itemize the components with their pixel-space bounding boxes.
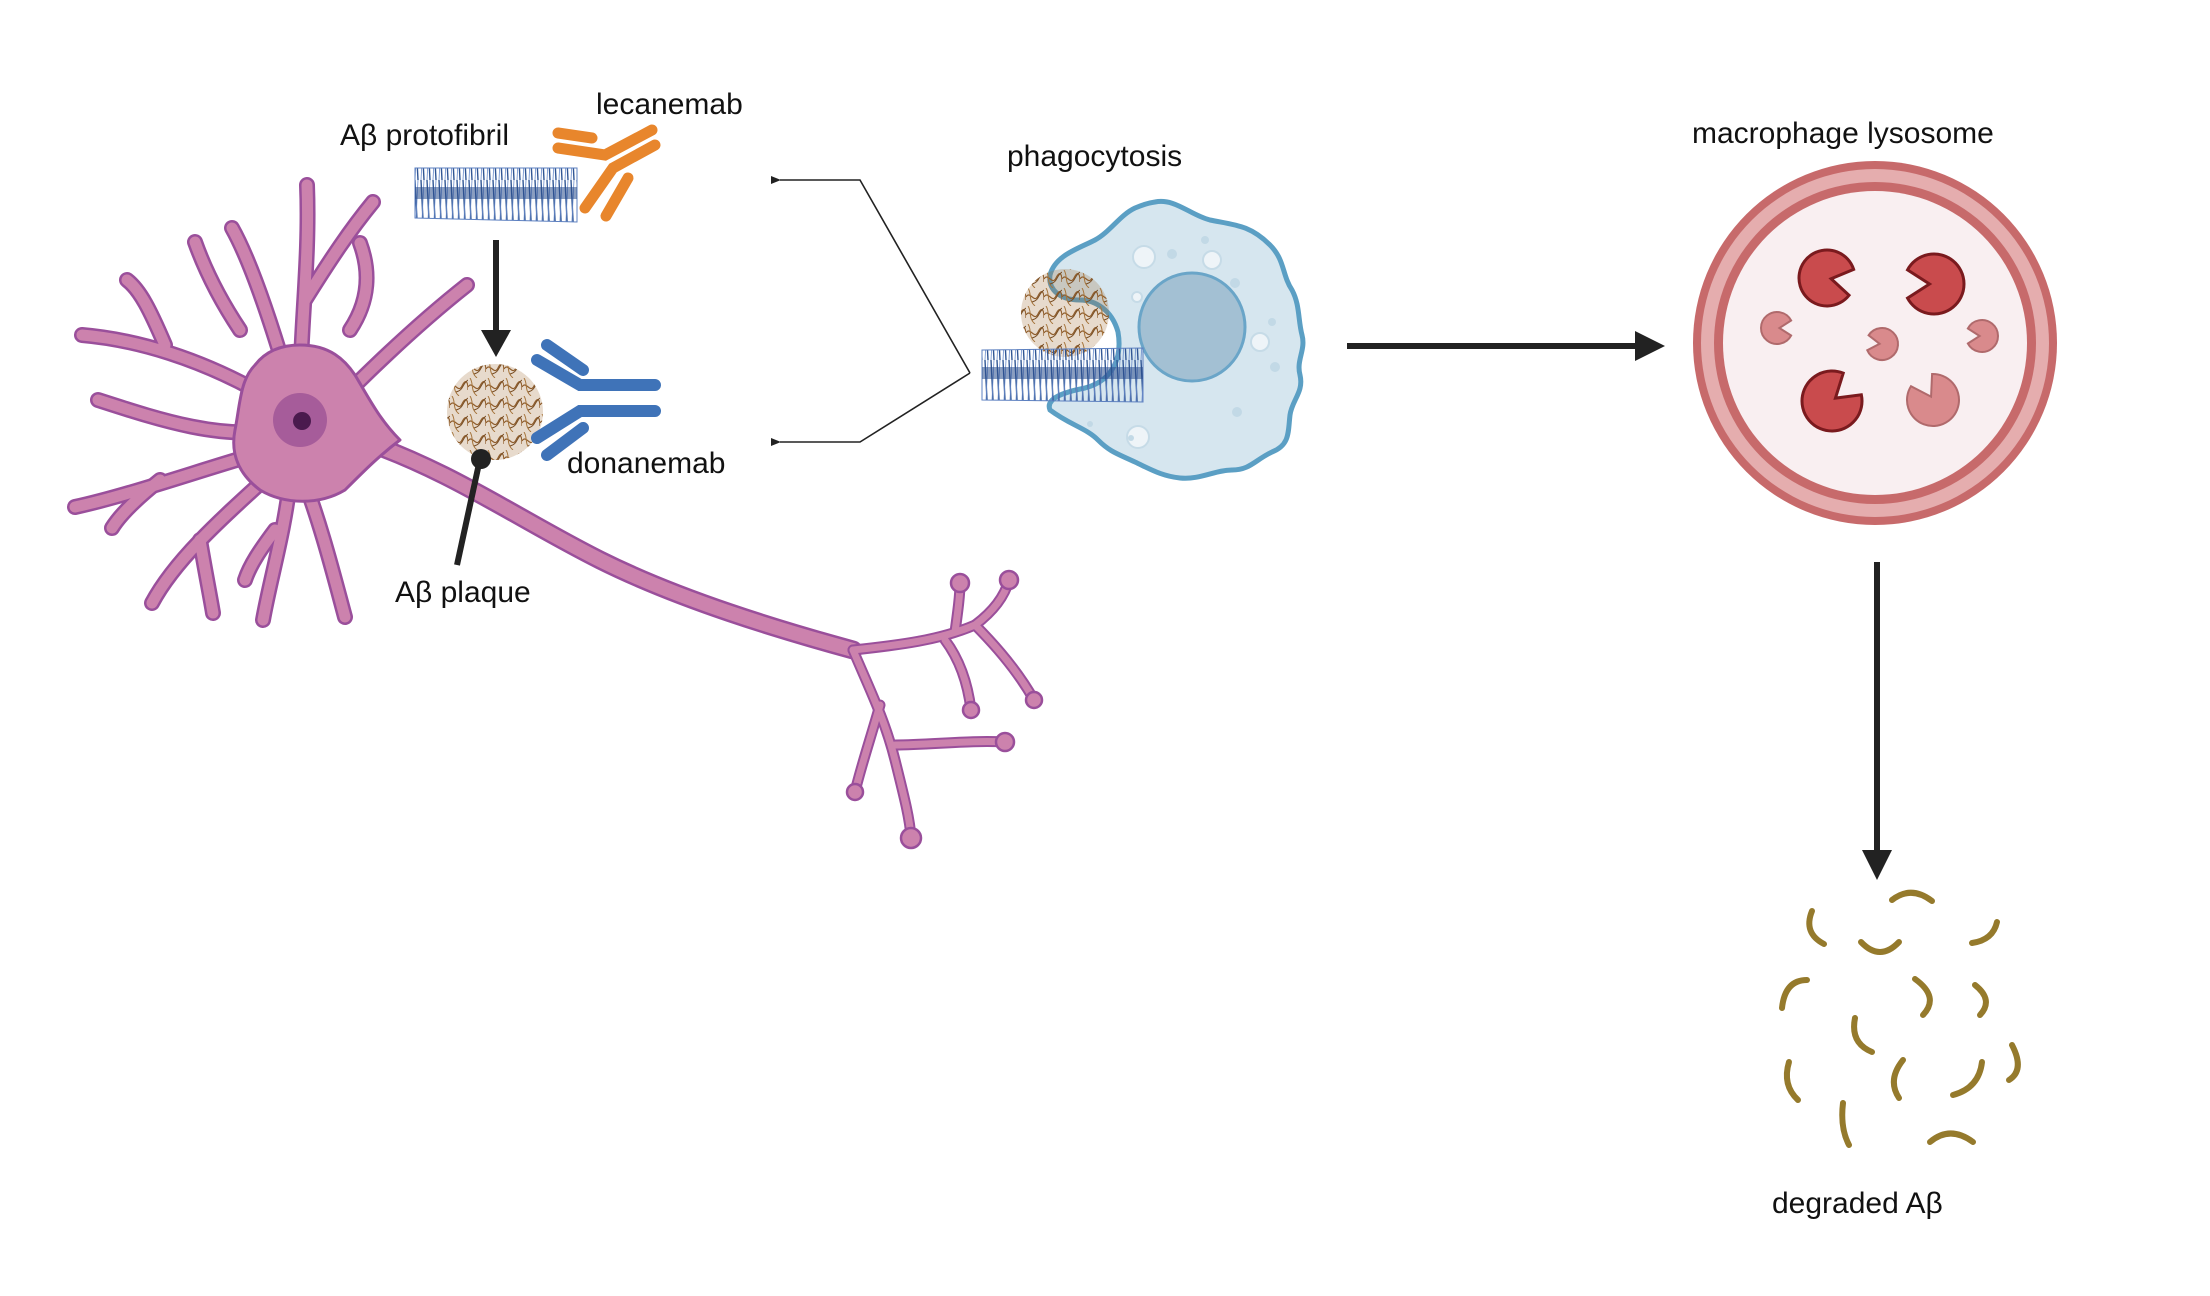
inactive-enzyme-icon bbox=[1906, 373, 1960, 427]
fragment bbox=[2006, 1042, 2021, 1083]
vesicle bbox=[1131, 291, 1143, 303]
fragment bbox=[1969, 919, 2000, 946]
amyloid-plaque-icon bbox=[447, 364, 543, 460]
inactive-enzyme-icon bbox=[1760, 311, 1793, 345]
synaptic-bouton bbox=[961, 700, 981, 720]
plaque-label: Aβ plaque bbox=[395, 576, 531, 609]
synaptic-bouton bbox=[998, 569, 1020, 591]
synaptic-bouton bbox=[994, 731, 1016, 753]
active-enzyme-icon bbox=[1905, 252, 1966, 316]
fragment bbox=[1927, 1130, 1976, 1145]
synaptic-bouton bbox=[949, 572, 971, 594]
lysosomal-enzymes bbox=[1760, 248, 1999, 433]
lysosome-label: macrophage lysosome bbox=[1692, 117, 1994, 150]
fragment bbox=[1851, 1015, 1875, 1055]
axon-terminals bbox=[845, 569, 1044, 850]
fragment bbox=[1950, 1059, 1985, 1098]
donanemab-antibody-icon bbox=[531, 339, 661, 461]
inactive-enzyme-icon bbox=[1865, 327, 1899, 361]
fragment bbox=[1912, 976, 1933, 1018]
fragment bbox=[1858, 939, 1902, 955]
neuron-nucleolus bbox=[293, 412, 311, 430]
protofibril-label: Aβ protofibril bbox=[340, 119, 509, 152]
plaque-pointer bbox=[454, 449, 491, 566]
macrophage-to-lysosome-arrow bbox=[1347, 331, 1665, 361]
neuron bbox=[67, 177, 1044, 850]
neuron-axon bbox=[350, 430, 863, 660]
phagocytosis-bracket-arrows bbox=[771, 176, 971, 446]
fragment bbox=[1779, 977, 1810, 1011]
fragment bbox=[1806, 908, 1827, 947]
macrophage-nucleus bbox=[1137, 271, 1247, 383]
engulfed-plaque-icon bbox=[1021, 269, 1109, 357]
fragment bbox=[1890, 1057, 1906, 1101]
fragment bbox=[1839, 1100, 1852, 1148]
lysosome bbox=[1693, 161, 2057, 525]
fragment bbox=[1889, 889, 1935, 904]
vesicle bbox=[1250, 332, 1270, 352]
lysosome-to-degraded-arrow bbox=[1862, 562, 1892, 880]
synaptic-bouton bbox=[845, 782, 865, 802]
vesicle bbox=[1132, 245, 1156, 269]
fragment bbox=[1783, 1059, 1801, 1103]
lecanemab-label: lecanemab bbox=[596, 88, 743, 121]
degraded-label: degraded Aβ bbox=[1772, 1187, 1943, 1220]
fragment bbox=[1972, 982, 1989, 1018]
vesicle bbox=[1202, 250, 1222, 270]
degraded-abeta-fragments bbox=[1779, 889, 2021, 1148]
inactive-enzyme-icon bbox=[1966, 319, 1999, 353]
vesicle bbox=[1126, 425, 1150, 449]
phagocytosis-label: phagocytosis bbox=[1007, 140, 1182, 173]
active-enzyme-icon bbox=[1800, 369, 1864, 433]
active-enzyme-icon bbox=[1797, 248, 1856, 308]
protofibril-lecanemab-complex bbox=[414, 124, 661, 223]
macrophage bbox=[981, 198, 1306, 481]
protofibril-to-plaque-arrow bbox=[481, 240, 511, 357]
synaptic-bouton bbox=[899, 826, 923, 850]
synaptic-bouton bbox=[1024, 690, 1044, 710]
donanemab-label: donanemab bbox=[567, 447, 725, 480]
lecanemab-antibody-icon bbox=[552, 124, 661, 222]
plaque-donanemab-complex bbox=[447, 339, 661, 566]
